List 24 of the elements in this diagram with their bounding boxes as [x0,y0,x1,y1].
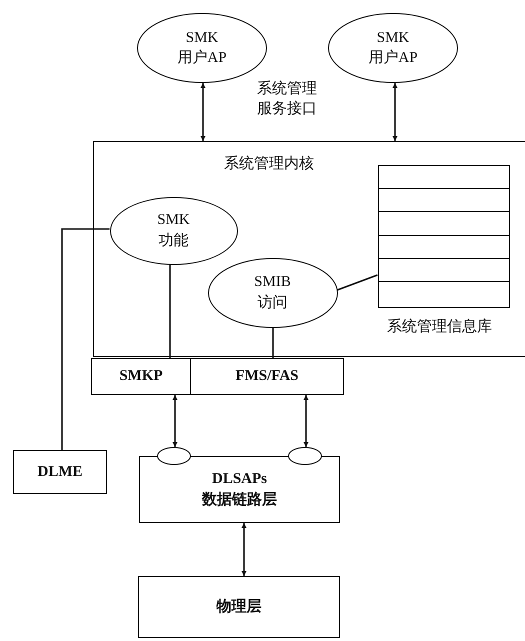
arrow [172,395,178,447]
process-box: DLME [13,450,107,494]
connector-line [272,328,274,358]
connector-line [337,274,378,291]
arrow [242,523,246,576]
layer-box: 物理层 [138,576,340,638]
oval-node: SMK 功能 [110,196,238,264]
arrow [200,83,206,141]
access-point-oval [157,447,191,465]
layer-box: DLSAPs 数据链路层 [139,456,340,523]
oval-node: SMIB 访问 [208,258,338,328]
table-label: 系统管理信息库 [386,318,493,336]
access-point-oval [288,447,322,465]
arrow [392,83,398,141]
process-box: FMS/FAS [190,358,344,395]
process-box: SMKP [91,358,191,395]
oval-node: SMK 用户AP [328,13,458,83]
connector-line [169,264,171,358]
kernel-panel [93,141,525,357]
connector-line [61,228,110,450]
interface-label: 系统管理服务接口 [256,80,318,118]
table-drawing [378,164,510,308]
arrow [304,395,308,447]
panel-title: 系统管理内核 [223,155,315,174]
